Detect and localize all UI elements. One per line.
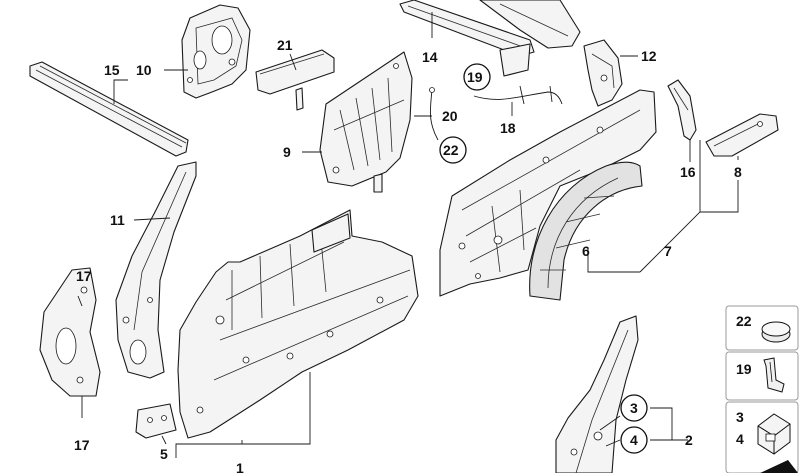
callout-labels: 15 10 21 14 12 20 9 18 16 8 11 6 7 17 17… [74, 37, 742, 473]
leader-lines [77, 12, 739, 458]
callout-20: 20 [442, 108, 458, 124]
part-5-block[interactable] [135, 403, 177, 439]
circled-callout-22: 22 [443, 142, 459, 158]
callout-8: 8 [734, 164, 742, 180]
callout-9: 9 [283, 144, 291, 160]
callout-7: 7 [664, 243, 672, 259]
callout-21: 21 [277, 37, 293, 53]
legend-label-3: 3 [736, 409, 744, 425]
circled-callout-3: 3 [630, 400, 638, 416]
circled-callouts: 19 22 3 4 [439, 63, 648, 454]
part-8-bracket[interactable] [705, 113, 779, 157]
legend-label-22: 22 [736, 313, 752, 329]
part-2-side-section[interactable] [555, 315, 639, 473]
part-15-sill-strip[interactable] [29, 61, 189, 157]
callout-6: 6 [582, 243, 590, 259]
part-18-cable[interactable] [473, 85, 563, 105]
callout-16: 16 [680, 164, 696, 180]
rubber-plug-icon [761, 321, 791, 343]
part-14-roof-rail[interactable] [399, 0, 581, 77]
legend-rivet-nut: 3 4 [725, 401, 799, 473]
legend-clip: 19 [725, 351, 799, 401]
callout-11: 11 [110, 212, 125, 228]
clip-icon [763, 357, 785, 393]
part-20-rod[interactable] [429, 87, 439, 141]
part-7-rear-side-panel[interactable] [439, 89, 657, 297]
part-9-inner-panel[interactable] [319, 51, 413, 193]
callout-5: 5 [160, 446, 168, 462]
part-12-bracket[interactable] [583, 39, 623, 107]
callout-2: 2 [685, 432, 693, 448]
callout-17: 17 [76, 268, 92, 284]
legend-label-4: 4 [736, 431, 744, 447]
part-16-strip[interactable] [667, 79, 697, 141]
callout-10: 10 [136, 62, 152, 78]
circled-callout-19: 19 [467, 69, 483, 85]
circled-callout-4: 4 [630, 432, 638, 448]
callout-1: 1 [236, 460, 244, 473]
callout-14: 14 [422, 49, 438, 65]
callout-12: 12 [641, 48, 657, 64]
legend-plug: 22 [725, 305, 799, 351]
part-1-side-frame[interactable] [177, 209, 419, 439]
filled-wedge-icon [760, 460, 798, 473]
part-6-wheel-arch[interactable] [529, 161, 643, 301]
legend-label-19: 19 [736, 361, 752, 377]
callout-18: 18 [500, 120, 516, 136]
part-11-a-pillar[interactable] [115, 161, 197, 379]
rivet-nut-icon [757, 413, 791, 455]
part-21-cover[interactable] [255, 49, 335, 111]
callout-17b: 17 [74, 437, 90, 453]
part-17-hinge-pillar[interactable] [39, 267, 101, 397]
callout-15: 15 [104, 62, 120, 78]
part-10-bracket[interactable] [181, 4, 251, 99]
